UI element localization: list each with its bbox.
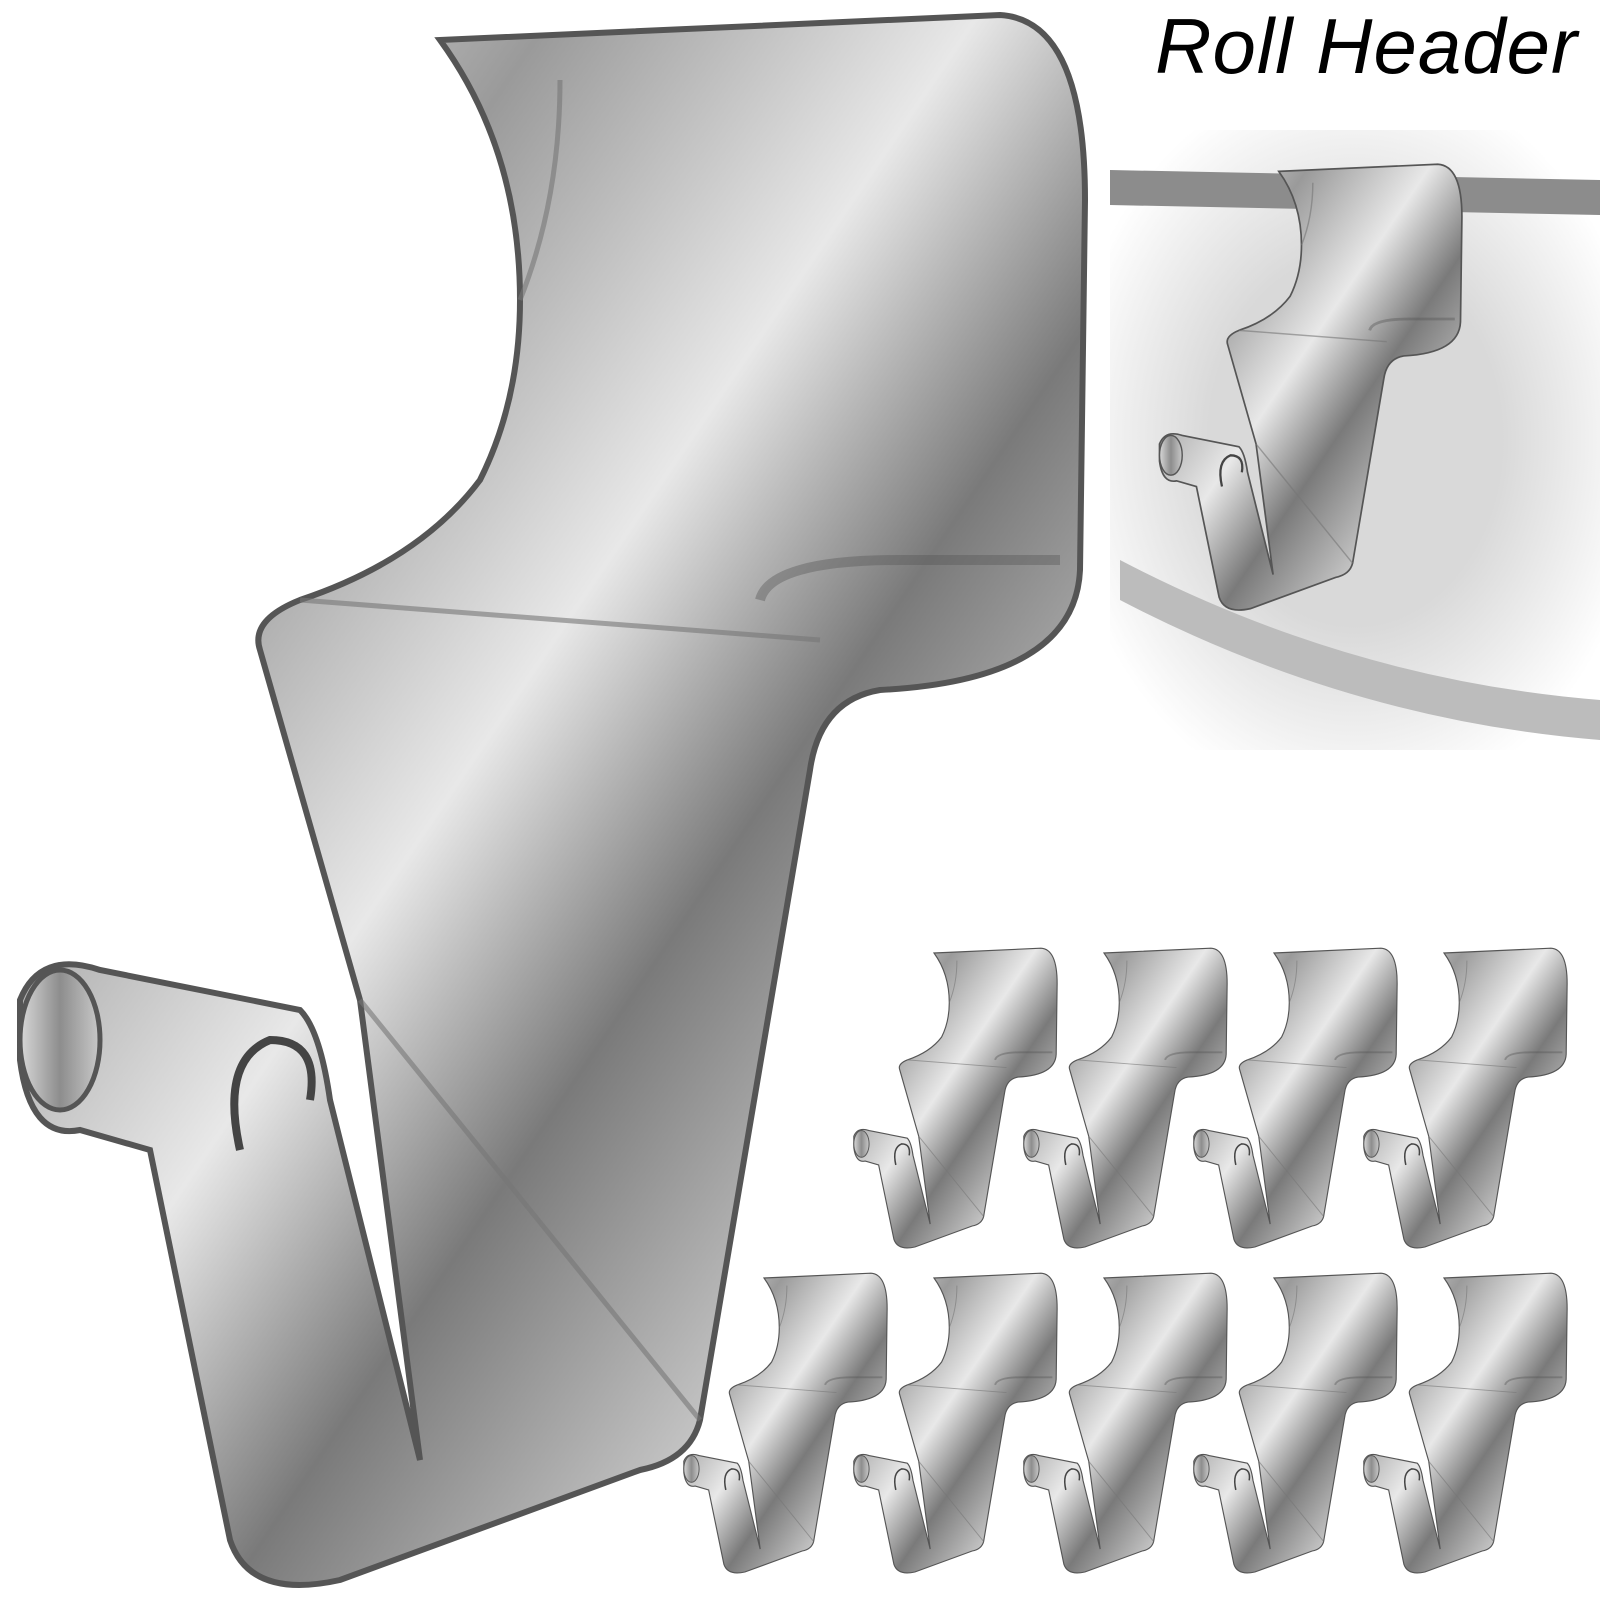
inset-usage-photo: [1110, 130, 1600, 750]
main-hook-image: [20, 15, 1085, 1585]
small-hooks-grid: [682, 947, 1569, 1574]
product-title: Roll Header: [1155, 2, 1578, 90]
